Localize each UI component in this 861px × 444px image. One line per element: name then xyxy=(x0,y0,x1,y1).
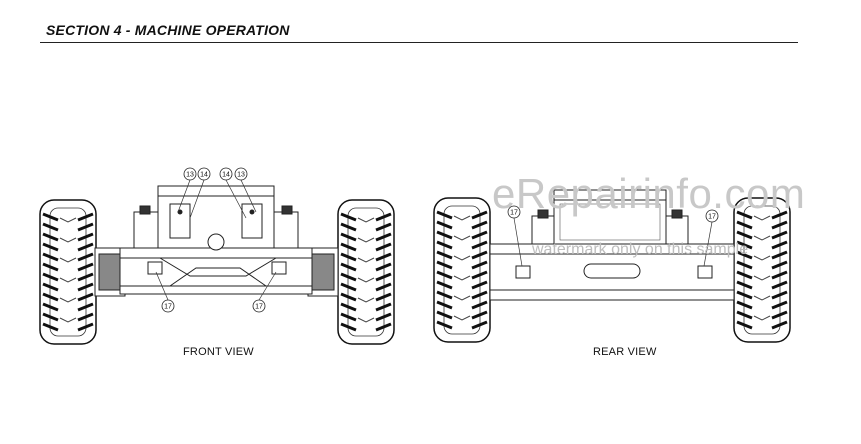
rear-callout-17-left: 17 xyxy=(507,205,521,219)
svg-text:13: 13 xyxy=(186,172,194,179)
svg-text:17: 17 xyxy=(164,304,172,311)
rear-view-caption: REAR VIEW xyxy=(593,346,657,358)
front-callout-17-left: 17 xyxy=(161,299,175,313)
front-right-tire xyxy=(336,198,396,346)
front-view-caption: FRONT VIEW xyxy=(183,346,254,358)
front-view-drawing xyxy=(38,179,396,346)
front-callout-13-right: 13 xyxy=(234,167,248,181)
rear-callout-17-right: 17 xyxy=(705,209,719,223)
rear-view-drawing xyxy=(432,189,792,344)
svg-text:13: 13 xyxy=(237,172,245,179)
front-callout-14-left: 14 xyxy=(197,167,211,181)
svg-text:17: 17 xyxy=(255,304,263,311)
rear-right-tire xyxy=(732,196,792,344)
svg-text:14: 14 xyxy=(222,172,230,179)
front-callout-17-right: 17 xyxy=(252,299,266,313)
svg-text:17: 17 xyxy=(510,210,518,217)
front-callout-13-left: 13 xyxy=(183,167,197,181)
front-callout-14-right: 14 xyxy=(219,167,233,181)
watermark-notice: watermark only on this sample xyxy=(532,241,749,258)
rear-left-tire xyxy=(432,196,492,344)
header-rule xyxy=(40,42,798,43)
front-left-tire xyxy=(38,198,98,346)
svg-text:17: 17 xyxy=(708,214,716,221)
svg-text:14: 14 xyxy=(200,172,208,179)
watermark-site: eRepairinfo.com xyxy=(492,170,806,217)
section-title: SECTION 4 - MACHINE OPERATION xyxy=(46,22,290,38)
